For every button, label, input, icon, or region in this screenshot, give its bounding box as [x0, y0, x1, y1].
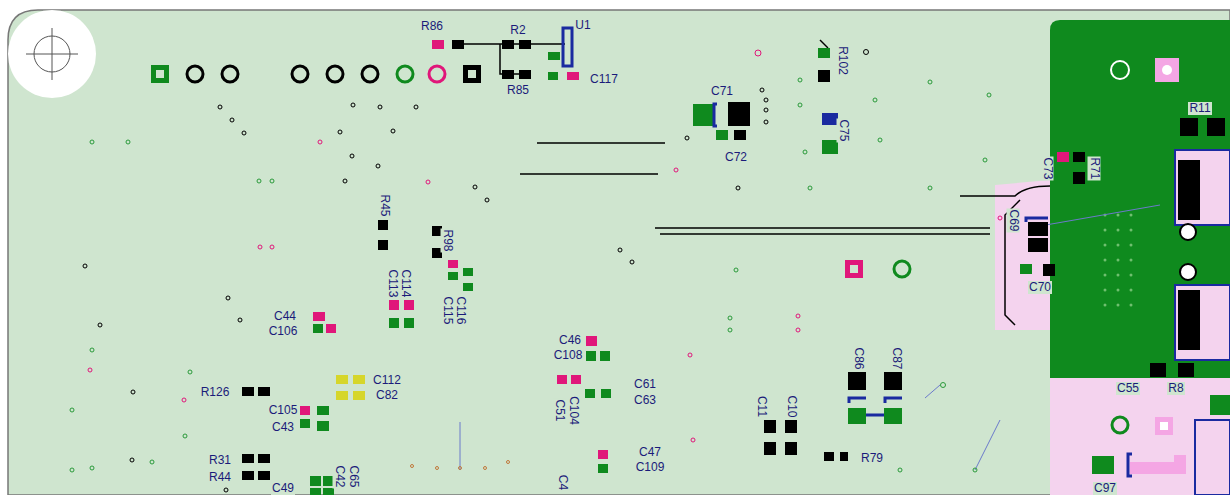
vias: [411, 461, 510, 470]
pad: [850, 265, 858, 273]
via: [1112, 417, 1128, 433]
copper-region: [995, 180, 1050, 330]
reference-designator: C108: [553, 349, 584, 362]
pad: [468, 70, 476, 78]
trace: [458, 40, 1050, 325]
trace: [1130, 455, 1180, 468]
pad: [1178, 363, 1194, 377]
via-array: [1104, 214, 1133, 307]
reference-designator: C61: [633, 378, 657, 391]
reference-designator: C109: [635, 461, 666, 474]
reference-designator: C46: [558, 334, 582, 347]
pad: [1092, 456, 1114, 474]
pad: [463, 65, 481, 83]
crosshair: [26, 28, 78, 80]
mounting-hole: [8, 10, 96, 98]
reference-designator: R79: [860, 452, 884, 465]
reference-designator: R71: [1087, 156, 1100, 180]
reference-designator: C106: [268, 325, 299, 338]
trace: [460, 205, 1160, 470]
reference-designator: C75: [836, 118, 849, 142]
reference-designator: C97: [1093, 482, 1117, 495]
reference-designator: C63: [633, 394, 657, 407]
reference-designator: C115: [441, 295, 454, 325]
pad: [1160, 422, 1168, 430]
via: [1162, 65, 1172, 75]
reference-designator: C71: [710, 85, 734, 98]
pad: [1180, 118, 1198, 136]
reference-designator: C65: [346, 464, 359, 488]
pad: [1155, 417, 1173, 435]
reference-designator: C51: [552, 398, 565, 422]
reference-designator: C113: [386, 268, 399, 298]
reference-designator: R98: [440, 228, 453, 252]
copper-region: [1050, 378, 1230, 495]
via: [1111, 61, 1129, 79]
via: [1180, 224, 1196, 240]
pad: [1210, 395, 1230, 415]
reference-designator: C11: [756, 394, 769, 417]
pad: [151, 65, 169, 83]
reference-designator: C43: [271, 421, 295, 434]
reference-designator: R11: [1188, 102, 1211, 115]
pin-row: [187, 66, 445, 82]
reference-designator: C114: [399, 268, 412, 298]
vias: [83, 50, 869, 495]
reference-designator: R31: [208, 454, 232, 467]
reference-designator: C49: [271, 482, 295, 495]
reference-designator: C105: [268, 404, 299, 417]
reference-designator: C70: [1028, 281, 1052, 294]
reference-designator: C73: [1040, 156, 1053, 180]
reference-designator: C42: [332, 464, 345, 488]
reference-designator: C116: [454, 295, 467, 325]
reference-designator: R102: [836, 45, 849, 76]
pad: [156, 70, 164, 78]
reference-designator: C117: [589, 73, 619, 86]
copper-region: [1175, 150, 1230, 360]
pad: [845, 260, 863, 278]
reference-designator: C87: [889, 346, 902, 370]
smd-pads: [242, 28, 1085, 495]
reference-designator: C86: [851, 346, 864, 370]
reference-designator: C47: [638, 446, 662, 459]
reference-designator: C69: [1006, 208, 1019, 232]
reference-designator: U1: [574, 19, 591, 32]
reference-designator: C72: [724, 151, 748, 164]
reference-designator: R126: [200, 386, 231, 399]
pad: [1150, 363, 1166, 377]
reference-designator: C82: [375, 389, 399, 402]
copper-pour: [1050, 20, 1230, 378]
polarity-mark: [1128, 454, 1132, 476]
vias: [88, 50, 1002, 442]
reference-designator: C44: [273, 310, 297, 323]
reference-designator: R86: [420, 20, 444, 33]
pad: [894, 261, 910, 277]
reference-designator: C10: [784, 394, 797, 418]
vias: [70, 78, 991, 472]
reference-designator: C55: [1116, 382, 1140, 395]
pad: [1178, 290, 1200, 350]
reference-designator: R85: [506, 84, 530, 97]
pad: [1155, 58, 1179, 82]
board-outline: [8, 10, 1230, 495]
reference-designator: R45: [377, 193, 390, 217]
reference-designator: C112: [372, 374, 402, 387]
reference-designator: C104: [567, 395, 580, 426]
via: [1180, 264, 1196, 280]
pad: [1207, 118, 1225, 136]
reference-designator: C4: [557, 473, 570, 490]
pad: [1178, 160, 1200, 220]
reference-designator: R2: [509, 24, 526, 37]
reference-designator: R44: [208, 471, 232, 484]
reference-designator: R8: [1167, 382, 1184, 395]
connector-outline: [1195, 420, 1230, 495]
